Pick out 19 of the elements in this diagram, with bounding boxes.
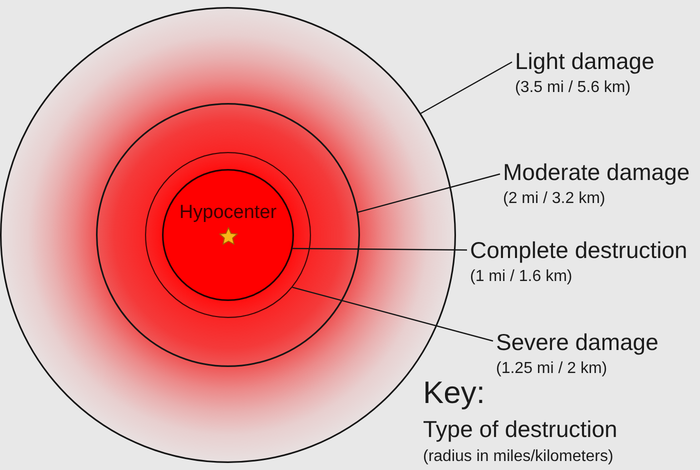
leader-line xyxy=(292,248,467,251)
radius-label: (2 mi / 3.2 km) xyxy=(503,190,606,209)
radius-label: (1.25 mi / 2 km) xyxy=(496,360,608,379)
zone-label: Light damage xyxy=(515,48,654,74)
radius-label: (1 mi / 1.6 km) xyxy=(470,268,572,287)
zone-label: Severe damage xyxy=(496,329,658,356)
key-title: Type of destruction xyxy=(423,416,618,442)
zone-circle xyxy=(162,169,294,301)
zone-circle xyxy=(96,103,360,367)
zone-circle xyxy=(145,152,311,318)
leader-line xyxy=(358,173,500,213)
key-heading: Key: xyxy=(423,375,486,411)
zone-label: Complete destruction xyxy=(470,237,688,264)
leader-line xyxy=(420,61,512,114)
key-note: (radius in miles/kilometers) xyxy=(423,448,614,466)
center-label: Hypocenter xyxy=(179,202,277,224)
radius-label: (3.5 mi / 5.6 km) xyxy=(515,79,631,98)
leader-line xyxy=(292,286,494,342)
zone-label: Moderate damage xyxy=(503,159,690,186)
